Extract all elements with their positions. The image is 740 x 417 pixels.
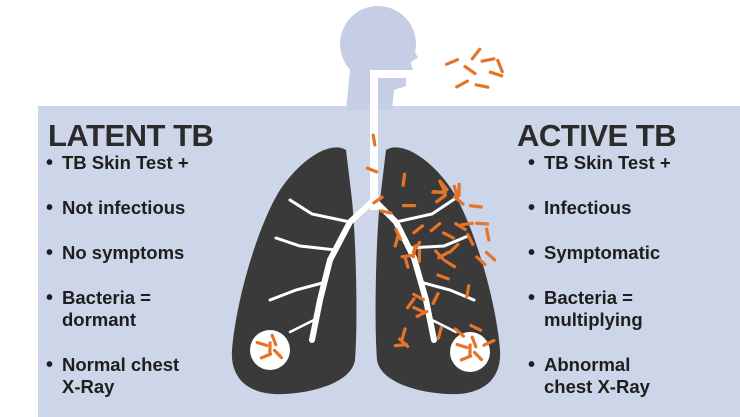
latent-granuloma-bacteria xyxy=(255,333,284,360)
active-item-1: TB Skin Test + xyxy=(528,152,728,174)
latent-item-text: Bacteria = xyxy=(62,287,151,308)
bacterium-icon xyxy=(455,79,469,89)
bacterium-icon xyxy=(465,284,471,299)
bacterium-icon xyxy=(474,83,490,89)
exhaled-air-lines xyxy=(417,55,470,85)
bacterium-icon xyxy=(470,335,478,349)
active-granuloma-bacteria xyxy=(455,335,484,362)
bacterium-icon xyxy=(443,259,457,269)
bacterium-icon xyxy=(401,172,407,187)
bacterium-icon xyxy=(469,323,483,332)
bacterium-icon xyxy=(398,337,410,349)
bacterium-icon xyxy=(436,326,443,340)
bacterium-icon xyxy=(448,242,460,254)
bacterium-icon xyxy=(466,232,475,246)
latent-tb-title: LATENT TB xyxy=(48,118,214,153)
bacterium-icon xyxy=(484,250,497,262)
active-item-text: multiplying xyxy=(544,309,643,330)
bacterium-icon xyxy=(372,195,384,205)
bacterium-icon xyxy=(496,58,504,74)
bacterium-icon xyxy=(270,333,278,347)
bacterium-icon xyxy=(470,47,482,61)
bacterium-icon xyxy=(406,297,416,310)
bacterium-icon xyxy=(431,292,440,306)
active-item-4: Bacteria =multiplying xyxy=(528,287,728,331)
bacterium-icon xyxy=(442,231,455,240)
bacterium-icon xyxy=(438,181,447,195)
bacterium-icon xyxy=(480,57,496,63)
bacterium-icon xyxy=(393,233,400,248)
bacterium-icon xyxy=(412,305,426,314)
exhaled-bacteria xyxy=(444,47,504,89)
bacterium-icon xyxy=(434,249,445,261)
bacterium-icon xyxy=(452,184,460,199)
bacterium-icon xyxy=(272,348,284,360)
latent-item-text: TB Skin Test + xyxy=(62,152,189,173)
latent-tb-list: TB Skin Test + Not infectious No symptom… xyxy=(46,152,246,398)
bacterium-icon xyxy=(259,352,273,360)
bacterium-icon xyxy=(371,133,377,147)
active-item-text: chest X-Ray xyxy=(544,376,650,397)
bacterium-icon xyxy=(400,327,407,342)
bacterium-icon xyxy=(444,58,460,66)
active-item-3: Symptomatic xyxy=(528,242,728,264)
bacterium-icon xyxy=(429,222,442,233)
latent-item-text: dormant xyxy=(62,309,136,330)
bacterium-icon xyxy=(452,195,465,206)
bacterium-icon xyxy=(255,340,269,348)
latent-item-text: No symptoms xyxy=(62,242,185,263)
bacterium-icon xyxy=(488,70,504,78)
bacterium-icon xyxy=(412,240,422,253)
latent-item-3: No symptoms xyxy=(46,242,246,264)
bacterium-icon xyxy=(379,209,393,215)
bacterium-icon xyxy=(435,193,447,204)
bacterium-icon xyxy=(482,338,496,347)
trachea xyxy=(370,70,414,210)
active-item-text: Infectious xyxy=(544,197,632,218)
bacterium-icon xyxy=(415,310,429,318)
bacterium-icon xyxy=(453,327,466,338)
active-tb-title: ACTIVE TB xyxy=(517,118,677,153)
latent-item-2: Not infectious xyxy=(46,197,246,219)
active-item-text: Bacteria = xyxy=(544,287,633,308)
active-tb-list: TB Skin Test + Infectious Symptomatic Ba… xyxy=(528,152,728,398)
latent-item-text: Normal chest xyxy=(62,354,180,375)
bacterium-icon xyxy=(459,354,473,362)
bacterium-icon xyxy=(472,350,484,362)
bacterium-icon xyxy=(468,204,483,209)
bacterium-icon xyxy=(475,221,490,226)
active-item-text: Abnormal xyxy=(544,354,631,375)
latent-item-4: Bacteria =dormant xyxy=(46,287,246,331)
active-item-text: TB Skin Test + xyxy=(544,152,671,173)
bacterium-icon xyxy=(475,255,487,266)
human-head-silhouette xyxy=(340,6,418,110)
bacterium-icon xyxy=(403,255,410,269)
bacterium-icon xyxy=(454,222,467,231)
latent-item-1: TB Skin Test + xyxy=(46,152,246,174)
latent-item-text: X-Ray xyxy=(62,376,115,397)
bacterium-icon xyxy=(436,273,450,281)
bacterium-icon xyxy=(412,224,425,235)
bacterium-icon xyxy=(459,221,474,227)
active-item-2: Infectious xyxy=(528,197,728,219)
active-lung-bacteria xyxy=(393,172,497,349)
bacterium-icon xyxy=(365,166,379,174)
bacterium-icon xyxy=(485,227,491,242)
latent-item-text: Not infectious xyxy=(62,197,186,218)
bacterium-icon xyxy=(455,342,469,350)
trachea-bacteria xyxy=(365,133,393,215)
bacterium-icon xyxy=(463,64,477,76)
bacterium-icon xyxy=(412,292,425,302)
active-item-text: Symptomatic xyxy=(544,242,661,263)
